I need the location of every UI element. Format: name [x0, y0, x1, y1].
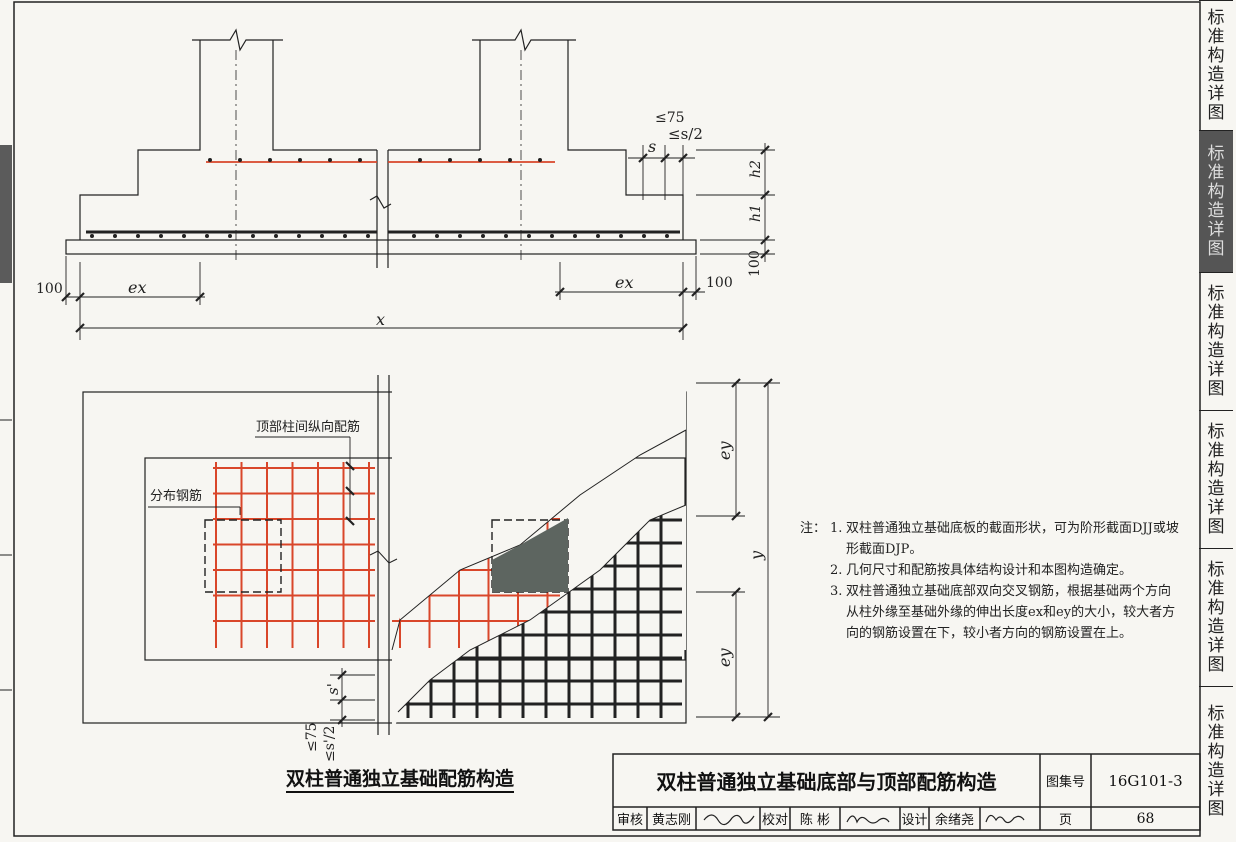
rebar-dot-bottom	[665, 234, 669, 238]
rebar-dot-top	[448, 158, 452, 162]
signatures	[703, 814, 1025, 826]
note-item: 1.双柱普通独立基础底板的截面形状，可为阶形截面DJJ或坡形截面DJP。	[830, 521, 1179, 557]
cutaway-bottom-band	[392, 505, 686, 735]
rebar-dot-bottom	[481, 234, 485, 238]
signature-designer	[985, 814, 1025, 824]
rebar-dot-bottom	[159, 234, 163, 238]
rebar-dot-bottom	[343, 234, 347, 238]
reviewer-name: 黄志刚	[651, 813, 691, 828]
dim-ex-right: ex	[615, 273, 634, 292]
sheet-frame	[13, 1, 1201, 837]
left-tab-active	[0, 145, 12, 283]
rebar-dot-top	[538, 158, 542, 162]
rebar-dot-bottom	[228, 234, 232, 238]
side-tab[interactable]: 标准构造详图	[1199, 410, 1233, 549]
check-label: 校对	[761, 813, 788, 828]
rebar-dot-bottom	[274, 234, 278, 238]
dim-ey-bottom: ey	[715, 648, 734, 667]
title-block: 双柱普通独立基础底部与顶部配筋构造 图集号 16G101-3 审核 黄志刚 校对…	[613, 754, 1200, 830]
title-block-grid	[612, 753, 1201, 831]
dim-100-left: 100	[36, 281, 63, 297]
rebar-dot-bottom	[136, 234, 140, 238]
section-ticks	[61, 145, 770, 333]
rebar-dot-bottom	[182, 234, 186, 238]
rebar-dot-bottom	[366, 234, 370, 238]
side-tab[interactable]: 标准构造详图	[1199, 272, 1233, 411]
dim-ex-left: ex	[128, 278, 147, 297]
atlas-label: 图集号	[1045, 775, 1085, 790]
rebar-dot-bottom	[504, 234, 508, 238]
dim-le75: ≤75	[655, 110, 685, 126]
signature-checker	[846, 815, 890, 824]
dim-100-vertical: 100	[747, 250, 763, 277]
rebar-dot-bottom	[596, 234, 600, 238]
column-right-fill	[492, 518, 568, 592]
rebar-dot-bottom	[527, 234, 531, 238]
rebar-dot-top	[268, 158, 272, 162]
side-tab[interactable]: 标准构造详图	[1199, 548, 1233, 687]
note-item: 3.双柱普通独立基础底部双向交叉钢筋，根据基础两个方向从柱外缘至基础外缘的伸出长…	[830, 584, 1176, 641]
dim-y: y	[747, 550, 766, 561]
plan-ticks	[337, 378, 773, 725]
label-distribution-rebar: 分布钢筋	[150, 488, 202, 504]
rebar-dot-bottom	[205, 234, 209, 238]
rebar-dot-top	[208, 158, 212, 162]
rebar-dot-bottom	[251, 234, 255, 238]
rebar-dot-top	[238, 158, 242, 162]
dim-les2: ≤s/2	[668, 125, 703, 143]
dim-les2-plan: ≤s'/2	[322, 726, 338, 762]
signature-reviewer	[703, 814, 755, 826]
label-top-rebar: 顶部柱间纵向配筋	[256, 419, 360, 435]
section-view	[65, 28, 697, 268]
rebar-dot-bottom	[550, 234, 554, 238]
rebar-dot-top	[358, 158, 362, 162]
rebar-dot-bottom	[297, 234, 301, 238]
rebar-dot-bottom	[458, 234, 462, 238]
dim-h1: h1	[748, 204, 764, 222]
rebar-dot-top	[478, 158, 482, 162]
review-label: 审核	[616, 813, 643, 828]
rebar-dot-bottom	[320, 234, 324, 238]
rebar-dot-bottom	[90, 234, 94, 238]
atlas-number: 16G101-3	[1108, 771, 1183, 790]
column-left-outline	[204, 519, 282, 593]
notes: 注： 1.双柱普通独立基础底板的截面形状，可为阶形截面DJJ或坡形截面DJP。 …	[800, 518, 1180, 644]
dim-ey-top: ey	[715, 441, 734, 460]
dim-le75-plan: ≤75	[304, 722, 320, 752]
rebar-dot-bottom	[573, 234, 577, 238]
page-label: 页	[1058, 813, 1072, 828]
rebar-dot-bottom	[435, 234, 439, 238]
section-rebar-dots	[90, 158, 669, 238]
dim-s: s	[648, 137, 656, 156]
rebar-dot-top	[298, 158, 302, 162]
rebar-dot-top	[508, 158, 512, 162]
rebar-dot-bottom	[642, 234, 646, 238]
rebar-dot-top	[418, 158, 422, 162]
title-block-title: 双柱普通独立基础底部与顶部配筋构造	[656, 770, 997, 794]
notes-prefix: 注：	[800, 521, 827, 536]
rebar-dot-bottom	[113, 234, 117, 238]
designer-name: 余绪尧	[934, 813, 974, 828]
cutaway-top	[392, 380, 686, 650]
drawing-title: 双柱普通独立基础配筋构造	[286, 764, 515, 793]
design-label: 设计	[901, 813, 928, 828]
checker-name: 陈 彬	[799, 813, 831, 828]
side-tab[interactable]: 标准构造详图	[1199, 0, 1233, 131]
page-number: 68	[1136, 810, 1155, 827]
dim-x: x	[376, 310, 385, 329]
rebar-dot-bottom	[619, 234, 623, 238]
side-tab[interactable]: 标准构造详图	[1199, 686, 1233, 837]
rebar-dot-bottom	[412, 234, 416, 238]
rebar-dot-top	[328, 158, 332, 162]
dim-h2: h2	[748, 160, 764, 178]
section-dimensions	[65, 143, 775, 340]
side-tab[interactable]: 标准构造详图	[1199, 130, 1233, 273]
dim-100-right: 100	[706, 275, 733, 291]
base-pad	[65, 239, 697, 255]
note-item: 2.几何尺寸和配筋按具体结构设计和本图构造确定。	[830, 563, 1133, 578]
dim-s-prime: s'	[324, 683, 342, 695]
